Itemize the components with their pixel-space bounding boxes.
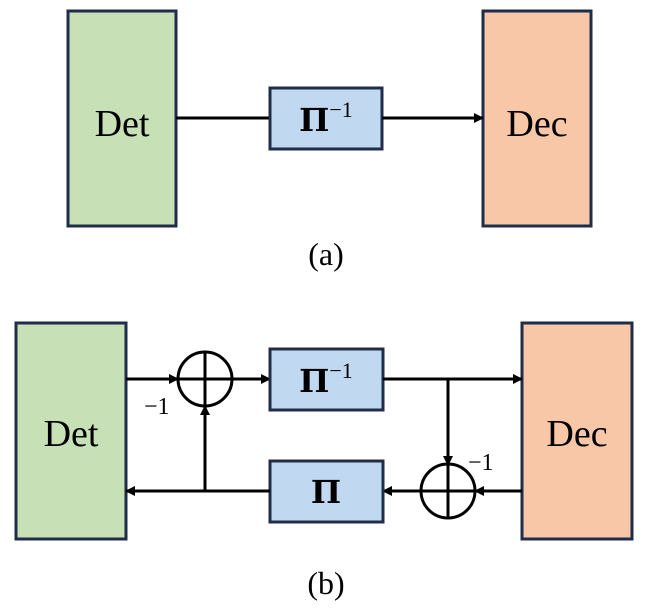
deinterleaver-label-a: Π−1 (299, 97, 353, 139)
deinterleaver-block-a (268, 86, 384, 151)
decoder-label-b: Dec (546, 413, 607, 455)
decoder-label-a: Dec (506, 103, 567, 145)
decoder-block-b (520, 321, 634, 541)
sum-left-sign-label: −1 (144, 394, 170, 420)
detector-block-a (66, 9, 178, 228)
decoder-block-a (481, 9, 593, 228)
diagram-a: Det Dec Π−1 (a) (66, 9, 593, 272)
caption-b: (b) (307, 565, 344, 601)
sum-right-sign-label: −1 (468, 450, 494, 476)
deinterleaver-label-b: Π−1 (299, 358, 353, 400)
caption-a: (a) (308, 236, 344, 272)
detector-label-b: Det (44, 413, 99, 455)
diagram-b: Det Dec −1 Π−1 −1 Π (b) (14, 321, 634, 601)
detector-block-b (14, 321, 128, 541)
detector-label-a: Det (95, 103, 150, 145)
interleaver-label-b: Π (311, 473, 341, 511)
